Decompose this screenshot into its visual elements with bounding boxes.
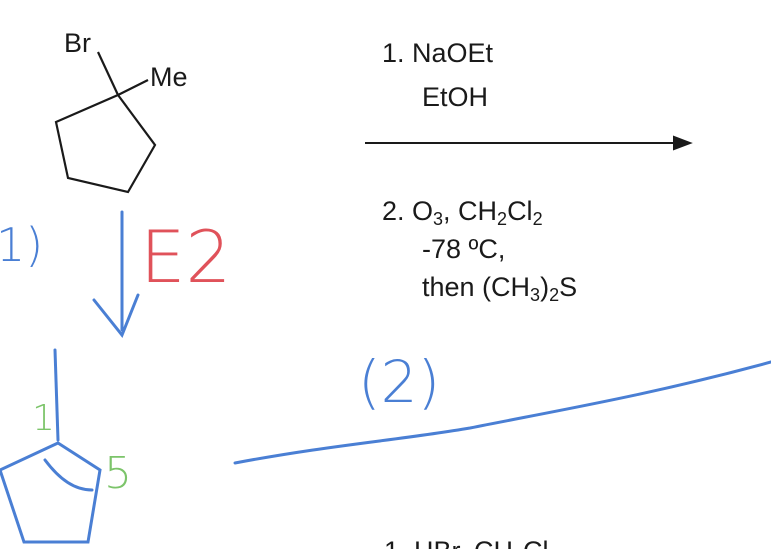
reagent-step2: 2. O3, CH2Cl2 bbox=[382, 196, 543, 229]
reagent-solvent: EtOH bbox=[422, 82, 489, 112]
reagent-step1: 1. NaOEt bbox=[382, 38, 494, 68]
handwritten-arrow-down bbox=[53, 210, 771, 465]
bromine-label: Br bbox=[64, 28, 91, 58]
carbon-5-label: 5 bbox=[104, 448, 132, 499]
cyclopentane-reactant bbox=[54, 51, 157, 194]
step-one-annotation: 1) bbox=[0, 218, 44, 272]
methyl-label: Me bbox=[150, 62, 188, 92]
carbon-1-label: 1 bbox=[32, 398, 55, 439]
reaction-arrow bbox=[365, 135, 693, 151]
step-two-annotation: (2) bbox=[358, 348, 441, 416]
reagent-workup: then (CH3)2S bbox=[422, 272, 578, 305]
reagent-temperature: -78 ºC, bbox=[422, 234, 506, 264]
methylenecyclopentane-product bbox=[0, 441, 102, 544]
next-reagent-partial: 1. HBr, CH2Cl2 bbox=[384, 538, 559, 549]
e2-annotation: E2 bbox=[140, 215, 232, 299]
